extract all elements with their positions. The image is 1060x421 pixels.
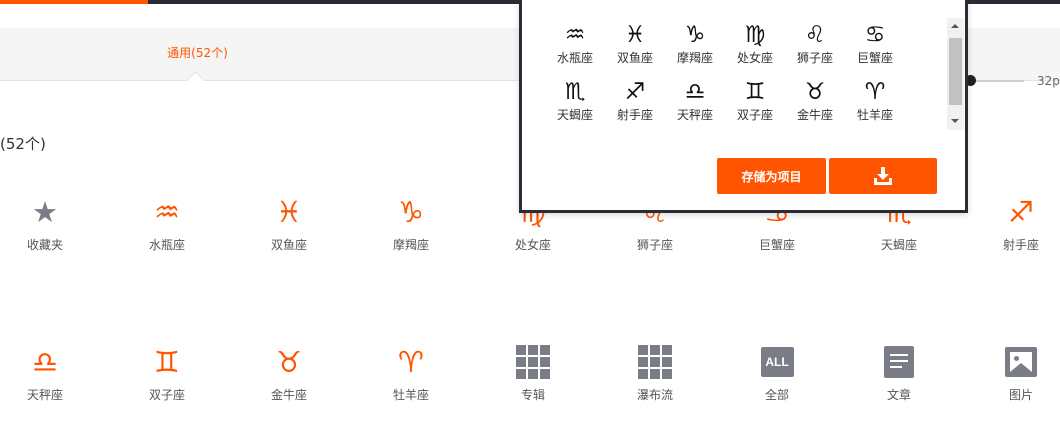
cancer-icon: ♋ [864, 21, 886, 48]
icon-cell[interactable]: ♊ 双子座 [117, 346, 217, 410]
libra-icon: ♎ [684, 78, 706, 105]
leo-icon: ♌ [804, 21, 826, 48]
popup-icon-item[interactable]: ♈ 牡羊座 [845, 79, 905, 125]
icon-cell[interactable]: ♑ 摩羯座 [361, 196, 461, 260]
icon-label: 专辑 [520, 388, 545, 402]
popup-icon-label: 狮子座 [796, 51, 833, 65]
popup-icon-item[interactable]: ♉ 金牛座 [785, 79, 845, 125]
icon-cell[interactable]: 图片 [971, 346, 1060, 410]
download-button[interactable] [829, 158, 937, 194]
icon-label: 牡羊座 [392, 388, 429, 402]
popup-scrollbar[interactable] [947, 18, 964, 130]
tab-general[interactable]: 通用(52个) [167, 46, 228, 60]
icon-cell[interactable]: ♈ 牡羊座 [361, 346, 461, 410]
popup-icon-item[interactable]: ♐ 射手座 [605, 79, 665, 125]
icon-size-slider-handle[interactable] [965, 75, 976, 86]
icon-cell[interactable]: ALL 全部 [727, 346, 827, 410]
icon-label: 瀑布流 [636, 388, 673, 402]
article-icon [849, 346, 949, 378]
icon-label: 文章 [886, 388, 911, 402]
taurus-icon: ♉ [276, 344, 302, 379]
icon-label: 金牛座 [270, 388, 307, 402]
icon-cell[interactable]: 专辑 [483, 345, 583, 410]
icon-cell[interactable]: ♐ 射手座 [971, 196, 1060, 260]
popup-icon-label: 水瓶座 [556, 51, 593, 65]
icon-label: 射手座 [1002, 238, 1039, 252]
aquarius-icon: ♒ [154, 194, 180, 229]
capricorn-icon: ♑ [684, 21, 706, 48]
all-icon-text: ALL [760, 347, 794, 377]
popup-icon-label: 巨蟹座 [856, 51, 893, 65]
capricorn-icon: ♑ [398, 194, 424, 229]
icon-label: 全部 [764, 388, 789, 402]
popup-icon-label: 金牛座 [796, 108, 833, 122]
album-icon [483, 345, 583, 379]
gemini-icon: ♊ [154, 344, 180, 379]
icon-label: 天蝎座 [880, 238, 917, 252]
section-title: (52个) [0, 135, 46, 153]
icon-cell[interactable]: ♉ 金牛座 [239, 346, 339, 410]
icon-cell[interactable]: ♒ 水瓶座 [117, 196, 217, 260]
icon-size-label: 32px [1037, 74, 1060, 88]
popup-icon-item[interactable]: ♊ 双子座 [725, 79, 785, 125]
libra-icon: ♎ [32, 344, 58, 379]
icon-label: 巨蟹座 [758, 238, 795, 252]
scorpio-icon: ♏ [564, 78, 586, 105]
popup-icon-item[interactable]: ♌ 狮子座 [785, 22, 845, 68]
icon-cell[interactable]: ♓ 双鱼座 [239, 196, 339, 260]
popup-icon-item[interactable]: ♓ 双鱼座 [605, 22, 665, 68]
taurus-icon: ♉ [804, 78, 826, 105]
popup-icon-item[interactable]: ♎ 天秤座 [665, 79, 725, 125]
waterfall-icon [605, 345, 705, 379]
popup-icon-label: 双鱼座 [616, 51, 653, 65]
sagittarius-icon: ♐ [1008, 194, 1034, 229]
sagittarius-icon: ♐ [624, 78, 646, 105]
icon-cell[interactable]: ♎ 天秤座 [0, 346, 95, 410]
icon-label: 收藏夹 [26, 238, 63, 252]
aquarius-icon: ♒ [564, 21, 586, 48]
icon-label: 天秤座 [26, 388, 63, 402]
popup-icon-item[interactable]: ♒ 水瓶座 [545, 22, 605, 68]
popup-icon-label: 处女座 [736, 51, 773, 65]
aries-icon: ♈ [864, 78, 886, 105]
gemini-icon: ♊ [744, 78, 766, 105]
icon-cell[interactable]: ★ 收藏夹 [0, 196, 95, 260]
popup-icon-label: 摩羯座 [676, 51, 713, 65]
icon-label: 摩羯座 [392, 238, 429, 252]
popup-icon-label: 牡羊座 [856, 108, 893, 122]
popup-icon-item[interactable]: ♍ 处女座 [725, 22, 785, 68]
popup-icon-label: 天秤座 [676, 108, 713, 122]
popup-icon-item[interactable]: ♋ 巨蟹座 [845, 22, 905, 68]
popup-icon-label: 双子座 [736, 108, 773, 122]
virgo-icon: ♍ [744, 21, 766, 48]
icon-label: 狮子座 [636, 238, 673, 252]
scroll-down-arrow-icon[interactable] [951, 119, 959, 123]
icon-cell[interactable]: 文章 [849, 346, 949, 410]
icon-cell[interactable]: 瀑布流 [605, 345, 705, 410]
popup-icon-label: 射手座 [616, 108, 653, 122]
download-icon [874, 167, 892, 185]
pisces-icon: ♓ [276, 194, 302, 229]
save-as-project-button[interactable]: 存储为项目 [717, 158, 826, 194]
scroll-up-arrow-icon[interactable] [951, 24, 959, 28]
icon-label: 图片 [1008, 388, 1033, 402]
image-icon [971, 346, 1060, 378]
icon-collection-popup: ♒ 水瓶座 ♓ 双鱼座 ♑ 摩羯座 ♍ 处女座 ♌ 狮子座 ♋ 巨蟹座 ♏ 天蝎座 ♐ 射手座 ♎ 天秤座 ♊ 双子座… [519, 0, 968, 213]
popup-icon-item[interactable]: ♏ 天蝎座 [545, 79, 605, 125]
pisces-icon: ♓ [624, 21, 646, 48]
icon-label: 双子座 [148, 388, 185, 402]
top-progress-indicator [0, 0, 149, 4]
icon-label: 处女座 [514, 238, 551, 252]
scrollbar-thumb[interactable] [949, 38, 962, 105]
star-icon: ★ [32, 194, 58, 229]
icon-label: 双鱼座 [270, 238, 307, 252]
popup-icon-label: 天蝎座 [556, 108, 593, 122]
popup-icon-item[interactable]: ♑ 摩羯座 [665, 22, 725, 68]
aries-icon: ♈ [398, 344, 424, 379]
icon-size-slider[interactable] [970, 80, 1024, 82]
icon-label: 水瓶座 [148, 238, 185, 252]
active-tab-caret [186, 71, 205, 90]
all-icon: ALL [727, 346, 827, 378]
